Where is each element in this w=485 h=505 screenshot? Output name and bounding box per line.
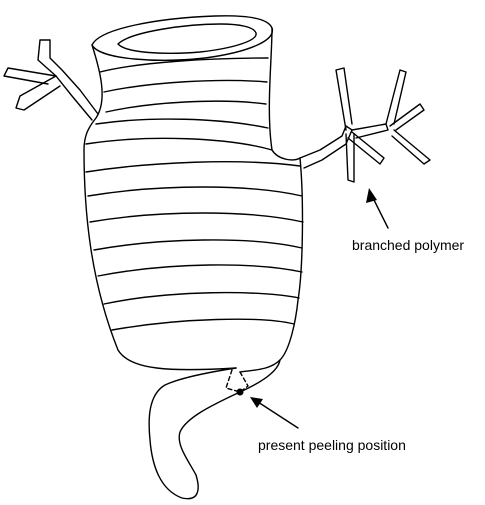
right-branched-polymer: [299, 67, 431, 183]
branched-polymer-label: branched polymer: [352, 237, 464, 253]
branch-arm: [3, 67, 57, 85]
dashed-peel-wedge: [225, 369, 249, 393]
stripe: [85, 161, 301, 173]
stripe: [95, 118, 269, 129]
branch-arm: [391, 129, 431, 165]
stripe: [103, 79, 268, 93]
peeling-position-label: present peeling position: [258, 437, 406, 453]
tube-stripes: [85, 57, 304, 331]
branch-arm: [37, 39, 99, 121]
stripe: [85, 137, 273, 151]
stripe: [103, 291, 300, 305]
polymer-arrow-head: [366, 188, 377, 203]
peeled-strand: [148, 359, 281, 500]
stripe: [93, 239, 303, 251]
branch-arm: [389, 103, 425, 131]
peeling-point-dot: [236, 388, 244, 396]
stripe: [111, 318, 295, 331]
peeling-arrow-head: [250, 397, 263, 408]
branch-arm: [347, 131, 385, 165]
branch-arm: [351, 123, 389, 139]
stripe: [105, 100, 267, 113]
strand-outer-edge: [148, 359, 281, 500]
peeling-arrow: [250, 397, 299, 429]
stripe: [87, 186, 303, 197]
branch-arm: [15, 75, 61, 111]
tube-rim-inner: [117, 23, 257, 54]
stripe: [89, 212, 304, 223]
tube-left-side: [83, 44, 237, 371]
stripe: [99, 57, 269, 73]
left-branched-polymer: [3, 39, 99, 121]
branch-arm: [335, 67, 353, 131]
peeling-arrow-shaft: [257, 401, 299, 429]
branch-arm: [345, 133, 355, 183]
tube-outline: [83, 15, 304, 373]
branch-arm: [385, 69, 407, 125]
polymer-arrow-shaft: [371, 195, 389, 229]
peeling-marker: [225, 369, 249, 396]
stripe: [97, 264, 303, 277]
branch-stem: [299, 125, 353, 169]
polymer-arrow: [366, 188, 389, 229]
